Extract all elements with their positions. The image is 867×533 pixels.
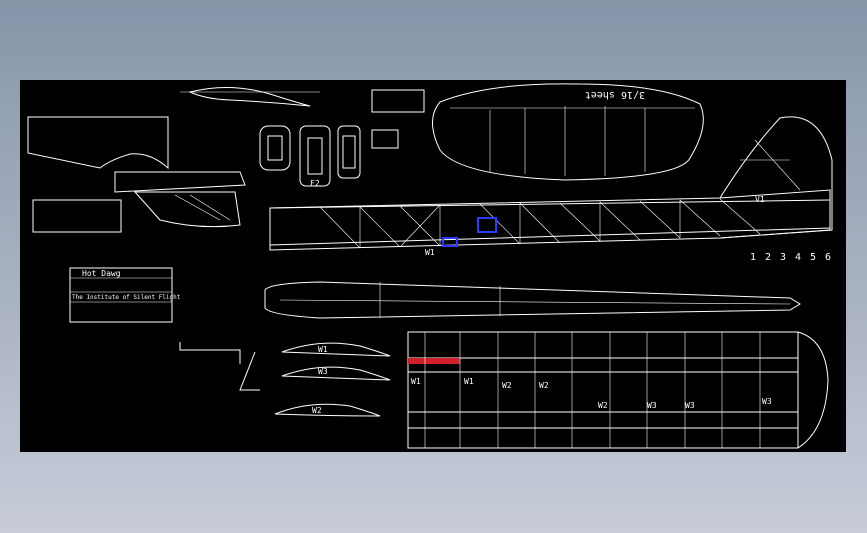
plan-subtitle: The Institute of Silent Flight — [72, 294, 181, 301]
vertical-fin: V1 — [719, 116, 833, 239]
formers — [259, 125, 399, 187]
wing-rib-label: W3 — [685, 401, 695, 410]
vertical-fin-label: V1 — [755, 195, 765, 204]
airfoil-label: W2 — [312, 406, 322, 415]
plan-title: Hot Dawg — [82, 269, 121, 278]
stabilizer-outline — [27, 116, 246, 228]
plan-drawing: 3/16 sheet W1 F2 V1 1 2 3 — [27, 83, 833, 449]
section-number: 5 — [810, 252, 816, 263]
wing-rib-label: W3 — [762, 397, 772, 406]
wing-rib-label: W2 — [598, 401, 608, 410]
wing-rib-label: W1 — [411, 377, 421, 386]
section-number: 6 — [825, 252, 831, 263]
airfoil-label: W1 — [318, 345, 328, 354]
small-part-box — [371, 89, 425, 113]
former-f2-label: F2 — [310, 179, 320, 188]
section-numbers: 1 2 3 4 5 6 — [750, 252, 831, 263]
wing-rib-label: W1 — [464, 377, 474, 386]
sheet-panel: 3/16 sheet — [432, 83, 704, 181]
wing-rib-label: W2 — [502, 381, 512, 390]
airfoil-label: W3 — [318, 367, 328, 376]
wing-rib-label: W2 — [539, 381, 549, 390]
section-number: 3 — [780, 252, 786, 263]
wing-plan: W1 W1 W2 W2 W2 W3 W3 W3 — [407, 331, 829, 449]
fuselage-side: W1 F2 — [269, 179, 831, 257]
wing-rib-label: W3 — [647, 401, 657, 410]
section-number: 2 — [765, 252, 771, 263]
section-number: 1 — [750, 252, 756, 263]
section-number: 4 — [795, 252, 801, 263]
fuselage-w1-label: W1 — [425, 248, 435, 257]
tail-part — [32, 199, 122, 233]
fuselage-top — [264, 281, 801, 319]
top-airfoil — [180, 87, 320, 107]
drawing-sheet: 3/16 sheet W1 F2 V1 1 2 3 — [20, 80, 846, 452]
title-block: Hot Dawg The Institute of Silent Flight — [69, 267, 181, 323]
airfoils: W1 W3 W2 — [179, 342, 391, 417]
sheet-label: 3/16 sheet — [585, 89, 645, 100]
